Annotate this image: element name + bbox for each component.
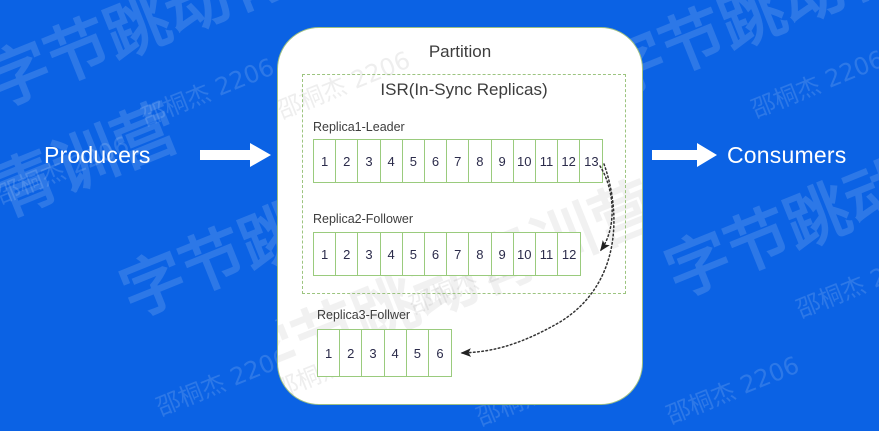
log-cell[interactable]: 2 — [336, 140, 359, 182]
consumers-label: Consumers — [727, 142, 847, 168]
log-cell[interactable]: 3 — [358, 233, 381, 275]
log-cell[interactable]: 8 — [469, 140, 492, 182]
partition-title: Partition — [428, 42, 492, 61]
log-cell[interactable]: 13 — [584, 153, 599, 169]
log-cell[interactable]: 9 — [492, 233, 514, 275]
log-cell[interactable]: 11 — [536, 140, 559, 182]
replica1-label: Replica1-Leader — [313, 120, 405, 134]
isr-title: ISR(In-Sync Replicas) — [380, 80, 548, 99]
log-cell[interactable]: 7 — [447, 140, 470, 182]
replica1-log-row: 1 2 3 4 5 6 7 8 9 10 11 12 13 — [313, 139, 604, 183]
log-cell[interactable]: 10 — [514, 140, 536, 182]
watermark-user: 邵桐杰 2206 — [792, 244, 879, 324]
replica3-label: Replica3-Follwer — [317, 308, 411, 322]
log-cell[interactable]: 1 — [314, 140, 337, 182]
log-cell[interactable]: 10 — [514, 233, 536, 275]
log-cell[interactable]: 6 — [436, 345, 444, 361]
log-cell[interactable]: 12 — [561, 246, 577, 262]
log-cell[interactable]: 2 — [336, 233, 359, 275]
log-cell[interactable]: 3 — [362, 330, 385, 376]
watermark-user: 邵桐杰 2206 — [747, 44, 879, 124]
log-cell[interactable]: 4 — [381, 140, 403, 182]
replica2-label: Replica2-Follower — [313, 212, 414, 226]
log-cell[interactable]: 7 — [447, 233, 470, 275]
watermark-brand: 字节跳动青训营 — [0, 91, 189, 328]
log-cell[interactable]: 4 — [385, 330, 407, 376]
replica3-log-row: 1 2 3 4 5 6 — [317, 329, 453, 377]
log-cell[interactable]: 6 — [425, 140, 448, 182]
log-cell[interactable]: 1 — [314, 233, 337, 275]
watermark-user: 邵桐杰 2206 — [152, 342, 294, 422]
log-cell[interactable]: 8 — [469, 233, 492, 275]
log-cell[interactable]: 5 — [403, 233, 425, 275]
consumer-arrow-icon — [652, 143, 717, 167]
log-cell[interactable]: 12 — [558, 140, 581, 182]
log-cell[interactable]: 11 — [536, 233, 559, 275]
log-cell[interactable]: 6 — [425, 233, 448, 275]
log-cell[interactable]: 3 — [358, 140, 381, 182]
log-cell[interactable]: 1 — [318, 330, 341, 376]
watermark-user: 邵桐杰 2206 — [662, 350, 804, 430]
replica2-log-row: 1 2 3 4 5 6 7 8 9 10 11 12 — [313, 232, 582, 276]
watermark-user: 邵桐杰 2206 — [137, 52, 279, 132]
log-cell[interactable]: 4 — [381, 233, 403, 275]
log-cell[interactable]: 2 — [340, 330, 363, 376]
producer-arrow-icon — [200, 143, 271, 167]
log-cell[interactable]: 5 — [407, 330, 429, 376]
watermark-brand: 字节跳动青训营 — [655, 76, 879, 313]
producers-label: Producers — [44, 142, 151, 168]
log-cell[interactable]: 5 — [403, 140, 425, 182]
log-cell[interactable]: 9 — [492, 140, 514, 182]
